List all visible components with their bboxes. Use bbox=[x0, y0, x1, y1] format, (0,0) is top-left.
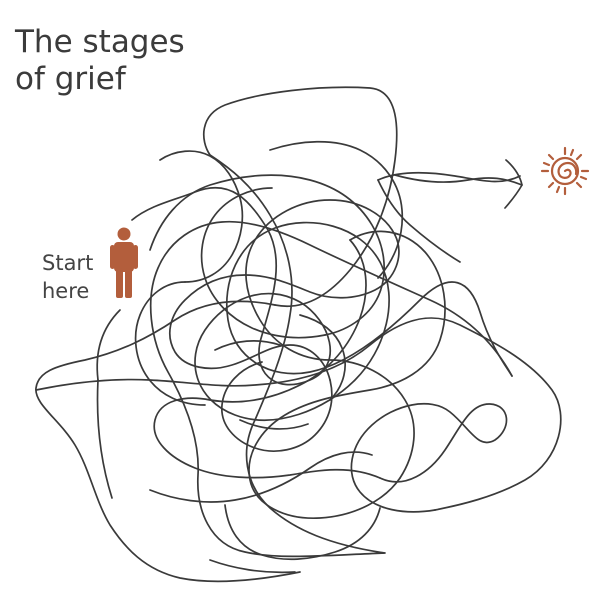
start-label: Start here bbox=[42, 249, 93, 305]
tangled-path bbox=[35, 86, 562, 583]
title-line-1: The stages bbox=[15, 24, 185, 60]
start-label-line-1: Start bbox=[42, 251, 94, 275]
sun-icon bbox=[540, 146, 590, 196]
start-label-line-2: here bbox=[42, 279, 90, 303]
title-line-2: of grief bbox=[15, 61, 126, 97]
person-icon bbox=[110, 227, 138, 298]
page-title: The stages of grief bbox=[15, 24, 185, 98]
